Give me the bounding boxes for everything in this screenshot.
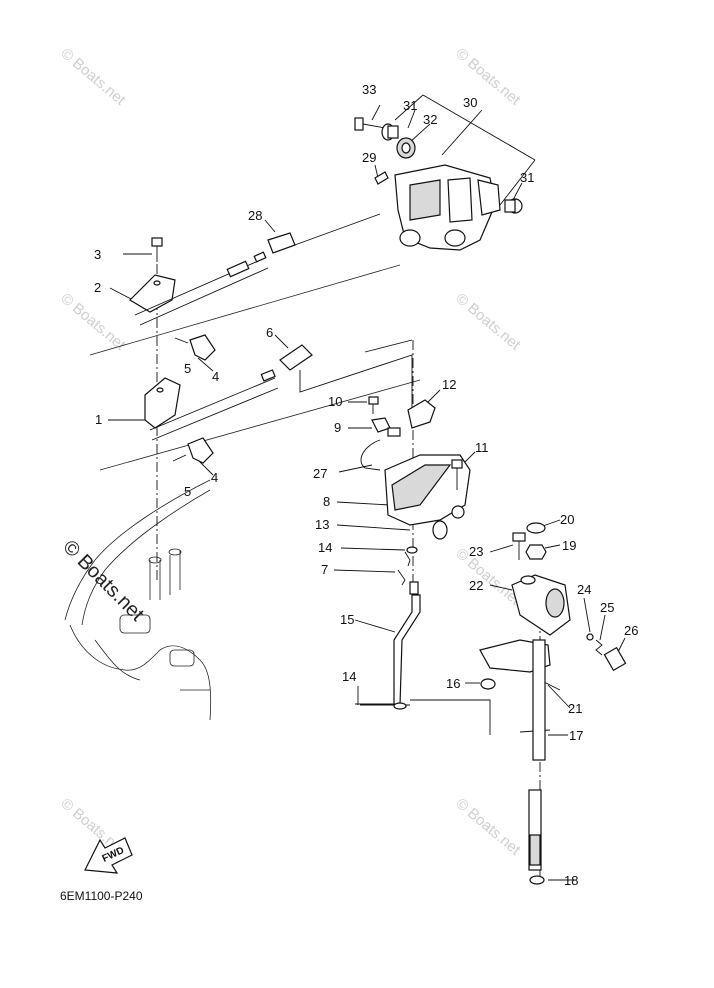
callout-4: 4 bbox=[212, 369, 219, 384]
callout-24: 24 bbox=[577, 582, 591, 597]
callout-5: 5 bbox=[184, 484, 191, 499]
clip-4-lower bbox=[187, 437, 214, 464]
plug-26 bbox=[603, 646, 627, 672]
callout-31: 31 bbox=[520, 170, 534, 185]
watermark: © Boats.net bbox=[452, 290, 524, 354]
watermark: © Boats.net bbox=[452, 795, 524, 859]
watermark: © Boats.net bbox=[452, 545, 524, 609]
callout-14: 14 bbox=[342, 669, 356, 684]
callout-16: 16 bbox=[446, 676, 460, 691]
bracket-22 bbox=[511, 574, 571, 636]
callout-31: 31 bbox=[403, 98, 417, 113]
assembly-30 bbox=[394, 164, 501, 251]
stopper-9 bbox=[371, 417, 401, 437]
callout-5: 5 bbox=[184, 361, 191, 376]
callout-9: 9 bbox=[334, 420, 341, 435]
shift-cable-lower bbox=[149, 369, 279, 441]
screw-10 bbox=[368, 396, 379, 414]
watermark: © Boats.net bbox=[57, 45, 129, 109]
callout-18: 18 bbox=[564, 873, 578, 888]
callout-29: 29 bbox=[362, 150, 376, 165]
ball-24 bbox=[586, 633, 594, 641]
callout-8: 8 bbox=[323, 494, 330, 509]
engine-outline bbox=[64, 264, 421, 721]
callout-22: 22 bbox=[469, 578, 483, 593]
shaft-17 bbox=[528, 639, 546, 871]
callout-28: 28 bbox=[248, 208, 262, 223]
diagram-code: 6EM1100-P240 bbox=[60, 889, 143, 903]
callout-23: 23 bbox=[469, 544, 483, 559]
callout-1: 1 bbox=[95, 412, 102, 427]
wire-27 bbox=[360, 439, 381, 471]
bracket-2 bbox=[129, 274, 176, 313]
callout-32: 32 bbox=[423, 112, 437, 127]
collar-31-right bbox=[504, 198, 523, 214]
spring-25 bbox=[595, 639, 603, 656]
callouts: 3 2 1 5 4 5 4 6 28 33 31 30 32 29 31 12 … bbox=[94, 82, 638, 888]
shift-rod-15 bbox=[393, 581, 421, 710]
clip-14 bbox=[404, 551, 411, 567]
callout-33: 33 bbox=[362, 82, 376, 97]
holder-12 bbox=[407, 399, 436, 429]
callout-11: 11 bbox=[475, 440, 489, 455]
throttle-cable-upper bbox=[134, 251, 269, 326]
pin-29 bbox=[374, 171, 389, 185]
bushing-32 bbox=[396, 137, 416, 159]
clip-4-upper bbox=[189, 334, 216, 361]
callout-15: 15 bbox=[340, 612, 354, 627]
leader-lines bbox=[108, 94, 626, 881]
callout-6: 6 bbox=[266, 325, 273, 340]
bolt-23 bbox=[512, 532, 526, 560]
callout-21: 21 bbox=[568, 701, 582, 716]
callout-20: 20 bbox=[560, 512, 574, 527]
callout-14: 14 bbox=[318, 540, 332, 555]
bracket-8 bbox=[384, 454, 471, 540]
callout-3: 3 bbox=[94, 247, 101, 262]
collar-16 bbox=[480, 678, 496, 690]
fwd-arrow-icon: FWD bbox=[84, 837, 133, 874]
collar-31 bbox=[381, 123, 399, 141]
callout-2: 2 bbox=[94, 280, 101, 295]
bolt-33 bbox=[354, 117, 386, 131]
callout-10: 10 bbox=[328, 394, 342, 409]
callout-19: 19 bbox=[562, 538, 576, 553]
washer-13 bbox=[406, 546, 418, 554]
callout-30: 30 bbox=[463, 95, 477, 110]
callout-13: 13 bbox=[315, 517, 329, 532]
bolt-11 bbox=[451, 459, 463, 490]
oring-18 bbox=[529, 875, 545, 885]
callout-26: 26 bbox=[624, 623, 638, 638]
callout-27: 27 bbox=[313, 466, 327, 481]
joint-6 bbox=[279, 344, 313, 371]
callout-12: 12 bbox=[442, 377, 456, 392]
bracket-1 bbox=[144, 377, 181, 429]
callout-7: 7 bbox=[321, 562, 328, 577]
callout-4: 4 bbox=[211, 470, 218, 485]
spring-7 bbox=[397, 569, 406, 586]
callout-17: 17 bbox=[569, 728, 583, 743]
nut-19 bbox=[525, 544, 547, 560]
washer-20 bbox=[526, 522, 546, 534]
callout-25: 25 bbox=[600, 600, 614, 615]
watermark: © Boats.net bbox=[57, 290, 129, 354]
joint-28 bbox=[267, 232, 296, 254]
watermark-dark: © Boats.net bbox=[58, 536, 148, 626]
bolt-3 bbox=[151, 237, 163, 262]
